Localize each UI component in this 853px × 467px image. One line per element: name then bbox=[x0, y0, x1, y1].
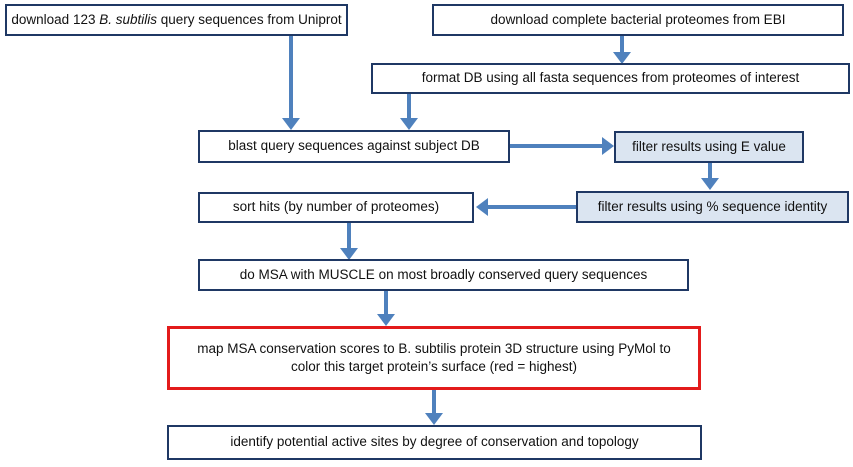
step-download-query: download 123 B. subtilis query sequences… bbox=[5, 4, 348, 36]
step-filter-evalue: filter results using E value bbox=[614, 131, 804, 163]
step-filter-identity-label: filter results using % sequence identity bbox=[597, 198, 828, 214]
step-msa-label: do MSA with MUSCLE on most broadly conse… bbox=[239, 266, 648, 282]
step-download-query-label: download 123 B. subtilis query sequences… bbox=[11, 11, 342, 27]
step-filter-evalue-label: filter results using E value bbox=[632, 138, 786, 154]
arrow-filter-evalue-to-filter-identity bbox=[701, 162, 719, 190]
step-msa: do MSA with MUSCLE on most broadly conse… bbox=[198, 259, 689, 291]
arrow-format-to-blast bbox=[400, 93, 418, 130]
step-sort-hits-label: sort hits (by number of proteomes) bbox=[232, 199, 440, 215]
arrow-filter-identity-to-sort bbox=[476, 198, 576, 216]
step-sort-hits: sort hits (by number of proteomes) bbox=[198, 192, 474, 223]
step-identify-label: identify potential active sites by degre… bbox=[230, 434, 639, 450]
arrow-map-to-identify bbox=[425, 389, 443, 425]
step-filter-identity: filter results using % sequence identity bbox=[576, 191, 849, 223]
step-format-db: format DB using all fasta sequences from… bbox=[371, 63, 850, 94]
step-download-proteomes-label: download complete bacterial proteomes fr… bbox=[490, 11, 786, 27]
arrow-msa-to-map bbox=[377, 290, 395, 326]
step-map-msa-label: map MSA conservation scores to B. subtil… bbox=[197, 340, 671, 374]
arrow-sort-to-msa bbox=[340, 222, 358, 260]
step-format-db-label: format DB using all fasta sequences from… bbox=[421, 70, 800, 86]
arrow-download-query-to-blast bbox=[282, 35, 300, 130]
arrow-blast-to-filter-evalue bbox=[509, 137, 614, 155]
step-download-proteomes: download complete bacterial proteomes fr… bbox=[432, 4, 844, 36]
step-identify: identify potential active sites by degre… bbox=[167, 425, 702, 460]
step-blast: blast query sequences against subject DB bbox=[198, 130, 510, 163]
step-map-msa: map MSA conservation scores to B. subtil… bbox=[167, 326, 701, 390]
step-blast-label: blast query sequences against subject DB bbox=[228, 138, 480, 154]
arrow-download-proteomes-to-format bbox=[613, 35, 631, 64]
